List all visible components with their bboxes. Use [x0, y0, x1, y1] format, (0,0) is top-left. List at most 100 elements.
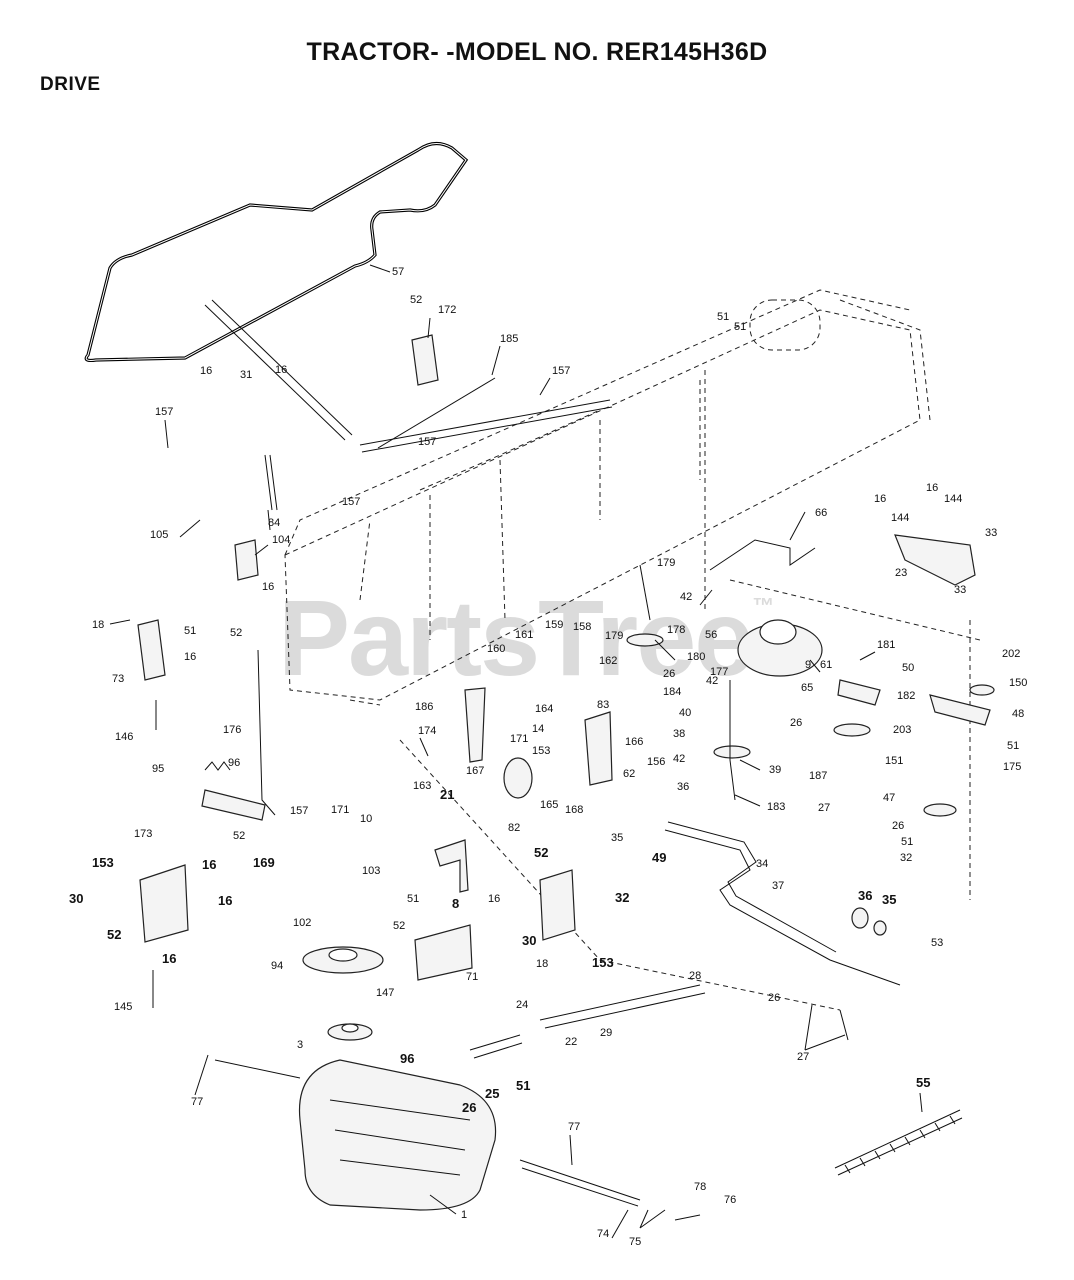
callout: 163: [413, 780, 431, 792]
callout: 37: [772, 880, 784, 892]
callout: 30: [522, 933, 536, 948]
callout: 27: [818, 802, 830, 814]
tractor-frame: [284, 289, 981, 1011]
callout: 50: [902, 662, 914, 674]
callout: 36: [858, 888, 872, 903]
callout: 61: [820, 659, 832, 671]
callout: 95: [152, 763, 164, 775]
callout: 26: [663, 668, 675, 680]
callout: 179: [605, 630, 623, 642]
callout: 65: [801, 682, 813, 694]
callout: 16: [262, 581, 274, 593]
callout: 144: [891, 512, 909, 524]
callout: 38: [673, 728, 685, 740]
callout-labels: 57 52 172 185 157 51 51 16 31 16 157 157…: [69, 266, 1027, 1248]
callout: 173: [134, 828, 152, 840]
callout: 96: [400, 1051, 414, 1066]
callout: 147: [376, 987, 394, 999]
callout: 71: [466, 971, 478, 983]
callout: 144: [944, 493, 962, 505]
callout: 51: [184, 625, 196, 637]
callout: 187: [809, 770, 827, 782]
callout: 35: [882, 892, 896, 907]
callout: 153: [592, 955, 614, 970]
callout: 75: [629, 1236, 641, 1248]
callout: 178: [667, 624, 685, 636]
callout: 157: [418, 436, 436, 448]
callout: 76: [724, 1194, 736, 1206]
callout: 160: [487, 643, 505, 655]
callout: 42: [673, 753, 685, 765]
callout: 157: [290, 805, 308, 817]
callout: 77: [191, 1096, 203, 1108]
callout: 168: [565, 804, 583, 816]
callout: 14: [532, 723, 544, 735]
callout: 171: [331, 804, 349, 816]
callout: 177: [710, 666, 728, 678]
callout: 16: [488, 893, 500, 905]
callout: 34: [756, 858, 768, 870]
callout: 8: [452, 896, 459, 911]
callout: 150: [1009, 677, 1027, 689]
callout: 157: [552, 365, 570, 377]
callout: 52: [393, 920, 405, 932]
callout: 53: [931, 937, 943, 949]
callout: 156: [647, 756, 665, 768]
callout: 203: [893, 724, 911, 736]
linkage-parts: [137, 299, 995, 1221]
callout: 103: [362, 865, 380, 877]
callout: 105: [150, 529, 168, 541]
callout: 172: [438, 304, 456, 316]
callout: 18: [92, 619, 104, 631]
callout: 102: [293, 917, 311, 929]
callout: 35: [611, 832, 623, 844]
callout: 182: [897, 690, 915, 702]
callout: 16: [184, 651, 196, 663]
callout: 82: [508, 822, 520, 834]
callout: 52: [233, 830, 245, 842]
callout: 49: [652, 850, 666, 865]
callout: 18: [536, 958, 548, 970]
callout: 26: [462, 1100, 476, 1115]
callout: 26: [892, 820, 904, 832]
callout: 28: [689, 970, 701, 982]
callout: 176: [223, 724, 241, 736]
callout: 42: [706, 675, 718, 687]
callout: 66: [815, 507, 827, 519]
callout: 94: [271, 960, 283, 972]
callout: 183: [767, 801, 785, 813]
callout: 42: [680, 591, 692, 603]
callout: 1: [461, 1209, 467, 1221]
callout: 181: [877, 639, 895, 651]
watermark-logo: PartsTree™: [278, 577, 774, 698]
callout: 153: [532, 745, 550, 757]
callout: 25: [485, 1086, 499, 1101]
callout: 162: [599, 655, 617, 667]
callout: 180: [687, 651, 705, 663]
callout: 161: [515, 629, 533, 641]
callout: 32: [900, 852, 912, 864]
callout: 57: [392, 266, 404, 278]
callout: 10: [360, 813, 372, 825]
callout: 51: [901, 836, 913, 848]
callout: 23: [895, 567, 907, 579]
callout: 186: [415, 701, 433, 713]
callout: 16: [926, 482, 938, 494]
callout: 202: [1002, 648, 1020, 660]
callout: 52: [107, 927, 121, 942]
page-title: TRACTOR- -MODEL NO. RER145H36D: [306, 38, 768, 66]
callout: 84: [268, 517, 280, 529]
callout: 185: [500, 333, 518, 345]
callout: 30: [69, 891, 83, 906]
callout: 47: [883, 792, 895, 804]
callout: 16: [218, 893, 232, 908]
callout: 24: [516, 999, 528, 1011]
callout: 165: [540, 799, 558, 811]
callout: 171: [510, 733, 528, 745]
callout: 16: [275, 364, 287, 376]
drive-belt: [84, 141, 469, 363]
callout: 9: [805, 659, 811, 671]
callout: 39: [769, 764, 781, 776]
callout: 151: [885, 755, 903, 767]
callout: 164: [535, 703, 553, 715]
